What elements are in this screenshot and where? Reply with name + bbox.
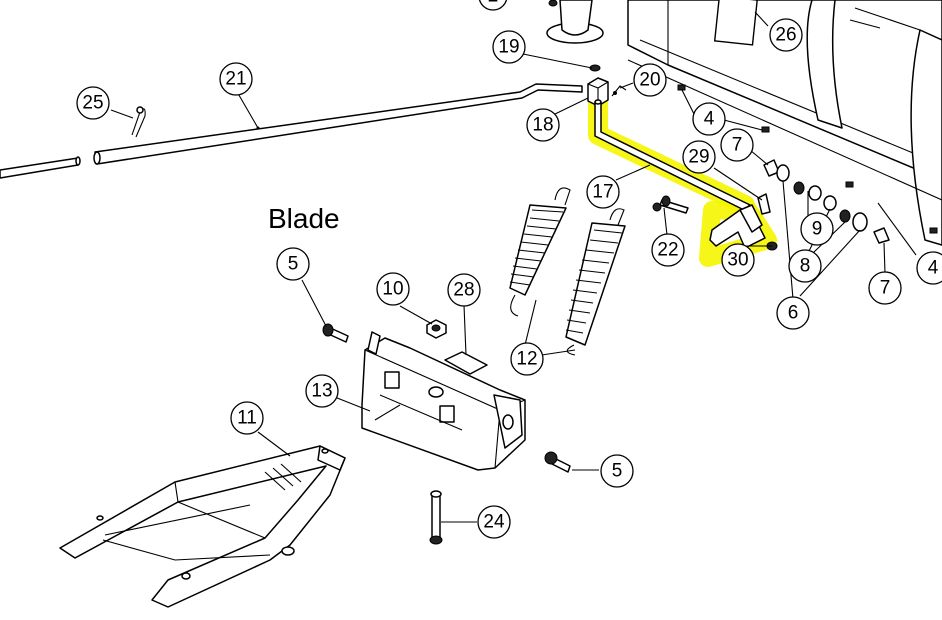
svg-text:12: 12 <box>516 349 537 370</box>
pivot-hardware <box>763 159 890 244</box>
callout-11: 11 <box>230 401 264 435</box>
callout-26: 26 <box>769 18 803 52</box>
svg-text:17: 17 <box>592 182 613 203</box>
part-5-bolt-lower <box>544 451 571 473</box>
callout-13: 13 <box>305 374 339 408</box>
svg-text:7: 7 <box>880 278 891 299</box>
callout-21: 21 <box>219 62 253 96</box>
callout-20: 20 <box>633 63 667 97</box>
pivot-post <box>546 0 604 44</box>
callout-2: 2 <box>478 0 508 11</box>
leader-lines <box>110 11 917 523</box>
callout-6: 6 <box>776 296 810 330</box>
svg-text:9: 9 <box>812 219 823 240</box>
callout-4-upper: 4 <box>692 102 726 136</box>
callout-28: 28 <box>447 273 481 307</box>
svg-text:26: 26 <box>775 25 796 46</box>
svg-text:24: 24 <box>483 512 505 533</box>
svg-text:6: 6 <box>788 303 799 324</box>
part-20-clip <box>611 85 627 97</box>
svg-text:11: 11 <box>237 408 257 429</box>
part-22-bolt <box>652 195 689 214</box>
callout-18: 18 <box>526 108 560 142</box>
callout-7-upper: 7 <box>720 128 754 162</box>
callout-5-lower: 5 <box>600 454 634 488</box>
section-label: Blade <box>268 203 340 234</box>
callout-24: 24 <box>477 505 511 539</box>
part-25-pin <box>131 106 146 138</box>
part-24-bolt <box>429 490 443 545</box>
svg-text:4: 4 <box>704 109 715 130</box>
svg-text:22: 22 <box>657 240 678 261</box>
part-12-springs <box>509 187 626 356</box>
part-28-decal <box>444 351 488 375</box>
svg-text:7: 7 <box>732 135 743 156</box>
svg-text:4: 4 <box>928 258 939 279</box>
callout-30: 30 <box>721 243 755 277</box>
part-5-bolt-upper <box>322 323 349 343</box>
svg-text:5: 5 <box>288 254 299 275</box>
svg-text:18: 18 <box>532 115 553 136</box>
svg-text:10: 10 <box>382 279 403 300</box>
callout-5-upper: 5 <box>276 247 310 281</box>
svg-text:30: 30 <box>727 250 748 271</box>
callout-22: 22 <box>651 233 685 267</box>
svg-text:29: 29 <box>688 147 709 168</box>
svg-text:2: 2 <box>488 0 499 7</box>
svg-text:28: 28 <box>453 280 474 301</box>
svg-text:8: 8 <box>800 256 811 277</box>
callout-29: 29 <box>682 140 716 174</box>
svg-text:5: 5 <box>612 461 623 482</box>
callout-8: 8 <box>788 249 822 283</box>
callout-4-lower: 4 <box>916 251 942 285</box>
part-11-a-frame <box>59 445 346 608</box>
svg-text:20: 20 <box>639 70 660 91</box>
callout-17: 17 <box>586 175 620 209</box>
part-13-plate <box>361 331 526 471</box>
callout-10: 10 <box>376 272 410 306</box>
part-10-nut <box>426 319 447 339</box>
svg-text:25: 25 <box>82 93 103 114</box>
callout-12: 12 <box>510 342 544 376</box>
callout-19: 19 <box>492 30 526 64</box>
callout-9: 9 <box>800 212 834 246</box>
callout-25: 25 <box>76 86 110 120</box>
part-17-lift-arm <box>594 99 766 249</box>
svg-text:13: 13 <box>311 381 332 402</box>
svg-text:19: 19 <box>498 37 519 58</box>
part-21-rod <box>0 83 583 179</box>
blade-assembly <box>627 0 942 246</box>
svg-text:21: 21 <box>225 69 246 90</box>
callout-7-lower: 7 <box>868 271 902 305</box>
